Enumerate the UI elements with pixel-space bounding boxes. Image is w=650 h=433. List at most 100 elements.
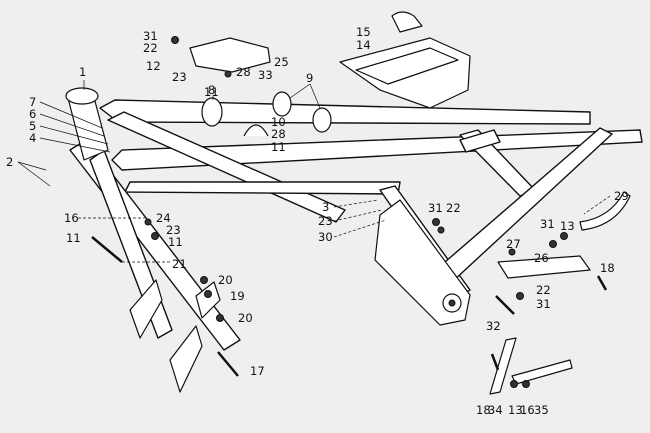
clamp-10 [243, 124, 269, 137]
leader-3 [333, 199, 379, 208]
swingarm-plate [374, 199, 471, 326]
leader-6 [39, 113, 105, 137]
callout-11-top: 11 [204, 85, 219, 99]
callout-11-left: 11 [66, 231, 81, 245]
callout-14: 14 [356, 38, 371, 52]
callout-10: 10 [271, 115, 286, 129]
bolt-18-right [596, 275, 608, 291]
callout-9: 9 [306, 71, 313, 85]
leader-9 [289, 83, 311, 99]
callout-23-top: 23 [172, 70, 187, 84]
callout-18-right: 18 [600, 261, 615, 275]
callout-12: 12 [146, 59, 161, 73]
callout-26: 26 [534, 251, 549, 265]
callout-11-mid: 11 [271, 140, 286, 154]
callout-23-swing: 23 [318, 214, 333, 228]
swingarm-pivot-hole [448, 299, 456, 307]
callout-6: 6 [29, 107, 36, 121]
leader-2b [17, 161, 51, 187]
callout-19: 19 [230, 289, 245, 303]
leader-30 [333, 219, 387, 238]
callout-28-mid: 28 [271, 127, 286, 141]
callout-11-frame: 11 [168, 235, 183, 249]
callout-31-right: 31 [540, 217, 555, 231]
callout-22-right: 22 [536, 283, 551, 297]
callout-34: 34 [488, 403, 503, 417]
engine-mount-plate-front [129, 279, 163, 339]
callout-15: 15 [356, 25, 371, 39]
callout-13-bottom: 13 [508, 403, 523, 417]
callout-16-bottom: 16 [520, 403, 535, 417]
battery-strap [391, 11, 423, 33]
callout-30: 30 [318, 230, 333, 244]
stand-bracket [497, 255, 591, 279]
callout-35: 35 [534, 403, 549, 417]
nut-13a [560, 232, 568, 240]
leader-9b [309, 83, 321, 109]
callout-33: 33 [258, 68, 273, 82]
callout-23-frame: 23 [166, 223, 181, 237]
leader-7 [39, 101, 103, 129]
callouts: 1 2 3 4 5 6 7 8 9 10 11 11 11 11 12 13 1… [6, 25, 629, 417]
plate-34 [489, 337, 517, 395]
nut-20b [216, 314, 224, 322]
nut-23 [151, 232, 159, 240]
bolt-11-left [91, 236, 123, 263]
nut-19 [204, 290, 212, 298]
callout-31-top: 31 [143, 29, 158, 43]
callout-17: 17 [250, 364, 265, 378]
nut-31b [432, 218, 440, 226]
callout-31-mid: 31 [428, 201, 443, 215]
leader-lines [17, 80, 611, 263]
nut-31c [549, 240, 557, 248]
leader-29 [583, 195, 611, 215]
bolt-32 [495, 295, 515, 315]
nut-31a [171, 36, 179, 44]
silent-block-8 [201, 97, 223, 127]
callout-20-top: 20 [218, 273, 233, 287]
lower-rail [124, 181, 401, 195]
callout-3: 3 [322, 200, 329, 214]
top-rail-upper [99, 99, 591, 125]
parts [91, 11, 631, 395]
callout-5: 5 [29, 119, 36, 133]
steering-head-top [65, 87, 99, 105]
callout-22-mid: 22 [446, 201, 461, 215]
nut-27 [508, 248, 516, 256]
bolt-17 [217, 351, 239, 377]
callout-21: 21 [172, 257, 187, 271]
callout-8: 8 [208, 83, 215, 97]
top-rail-lower [111, 129, 643, 171]
callout-24: 24 [156, 211, 171, 225]
plate-35 [511, 359, 573, 385]
nut-24 [144, 218, 152, 226]
callout-32: 32 [486, 319, 501, 333]
top-bracket [189, 37, 271, 73]
engine-mount-plate-lower [169, 325, 203, 393]
nut-13b [510, 380, 518, 388]
callout-16-left: 16 [64, 211, 79, 225]
silent-block-9b [312, 107, 332, 133]
callout-13-right: 13 [560, 219, 575, 233]
leader-5 [39, 125, 109, 145]
callout-31-low: 31 [536, 297, 551, 311]
callout-29: 29 [614, 189, 629, 203]
nut-16 [522, 380, 530, 388]
nut-28 [224, 70, 232, 78]
engine-mount-plate-mid [195, 281, 221, 319]
callout-22-top: 22 [143, 41, 158, 55]
battery-tray-floor [355, 47, 459, 85]
callout-28-top: 28 [236, 65, 251, 79]
nut-22 [437, 226, 445, 234]
nut-20a [200, 276, 208, 284]
callout-27: 27 [506, 237, 521, 251]
hook-29 [579, 191, 631, 231]
leader-2a [17, 161, 47, 171]
main-frame [65, 87, 643, 393]
callout-25: 25 [274, 55, 289, 69]
leader-4 [39, 137, 111, 153]
callout-1: 1 [79, 65, 86, 79]
callout-4: 4 [29, 131, 36, 145]
